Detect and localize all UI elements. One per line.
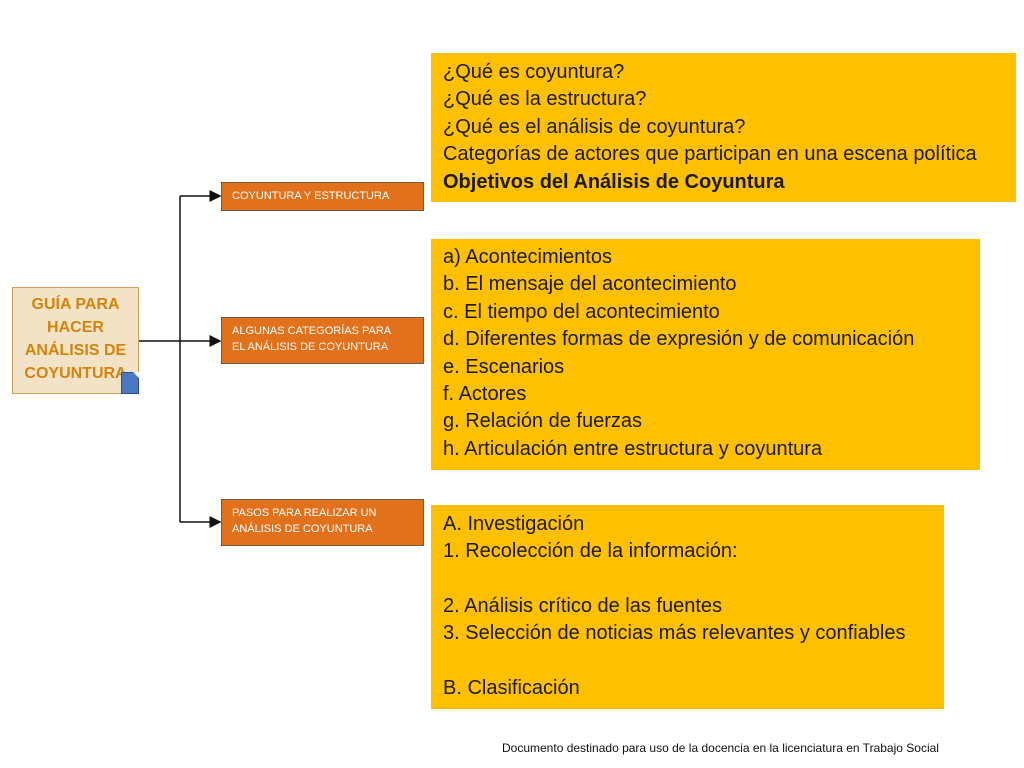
root-title-line: COYUNTURA bbox=[24, 365, 127, 382]
panel-line: a) Acontecimientos bbox=[443, 246, 612, 268]
panel-line: 3. Selección de noticias más relevantes … bbox=[443, 622, 906, 645]
branch-label: ANÁLISIS DE COYUNTURA bbox=[232, 523, 373, 535]
panel-line: h. Articulación entre estructura y coyun… bbox=[443, 437, 823, 460]
panel-line: ¿Qué es coyuntura? bbox=[443, 61, 625, 83]
branch-label: COYUNTURA Y ESTRUCTURA bbox=[232, 190, 390, 202]
panel-line: 1. Recolección de la información: bbox=[443, 540, 738, 563]
panel-coyuntura-estructura: ¿Qué es coyuntura? ¿Qué es la estructura… bbox=[431, 53, 1016, 202]
panel-line bbox=[443, 566, 932, 593]
panel-line: e. Escenarios bbox=[443, 355, 565, 378]
root-title-line: ANÁLISIS DE bbox=[24, 342, 127, 359]
panel-line: ¿Qué es el análisis de coyuntura? bbox=[443, 115, 746, 138]
branch-label: PASOS PARA REALIZAR UN bbox=[232, 507, 377, 519]
branch-label: EL ANÁLISIS DE COYUNTURA bbox=[232, 341, 389, 353]
panel-line: B. Clasificación bbox=[443, 676, 580, 699]
branch-label: ALGUNAS CATEGORÍAS PARA bbox=[232, 325, 392, 337]
panel-line: d. Diferentes formas de expresión y de c… bbox=[443, 328, 915, 351]
panel-line: Objetivos del Análisis de Coyuntura bbox=[443, 170, 785, 193]
root-node: GUÍA PARA HACER ANÁLISIS DE COYUNTURA bbox=[12, 287, 139, 394]
panel-line: A. Investigación bbox=[443, 513, 585, 535]
panel-line: 2. Análisis crítico de las fuentes bbox=[443, 594, 723, 617]
panel-categorias: a) Acontecimientos b. El mensaje del aco… bbox=[431, 239, 980, 470]
panel-line: ¿Qué es la estructura? bbox=[443, 88, 647, 111]
panel-line: Categorías de actores que participan en … bbox=[443, 143, 977, 166]
branch-pasos: PASOS PARA REALIZAR UN ANÁLISIS DE COYUN… bbox=[221, 499, 424, 546]
panel-line bbox=[443, 648, 932, 675]
document-icon[interactable] bbox=[121, 372, 139, 394]
branch-categorias: ALGUNAS CATEGORÍAS PARA EL ANÁLISIS DE C… bbox=[221, 317, 424, 364]
root-title-line: GUÍA PARA bbox=[31, 296, 120, 313]
footer-note: Documento destinado para uso de la docen… bbox=[502, 741, 939, 755]
panel-line: c. El tiempo del acontecimiento bbox=[443, 300, 720, 323]
panel-line: b. El mensaje del acontecimiento bbox=[443, 273, 737, 296]
root-title-line: HACER bbox=[47, 319, 104, 336]
panel-line: g. Relación de fuerzas bbox=[443, 410, 643, 433]
panel-line: f. Actores bbox=[443, 383, 527, 406]
branch-coyuntura-estructura: COYUNTURA Y ESTRUCTURA bbox=[221, 182, 424, 211]
panel-pasos: A. Investigación 1. Recolección de la in… bbox=[431, 505, 944, 709]
